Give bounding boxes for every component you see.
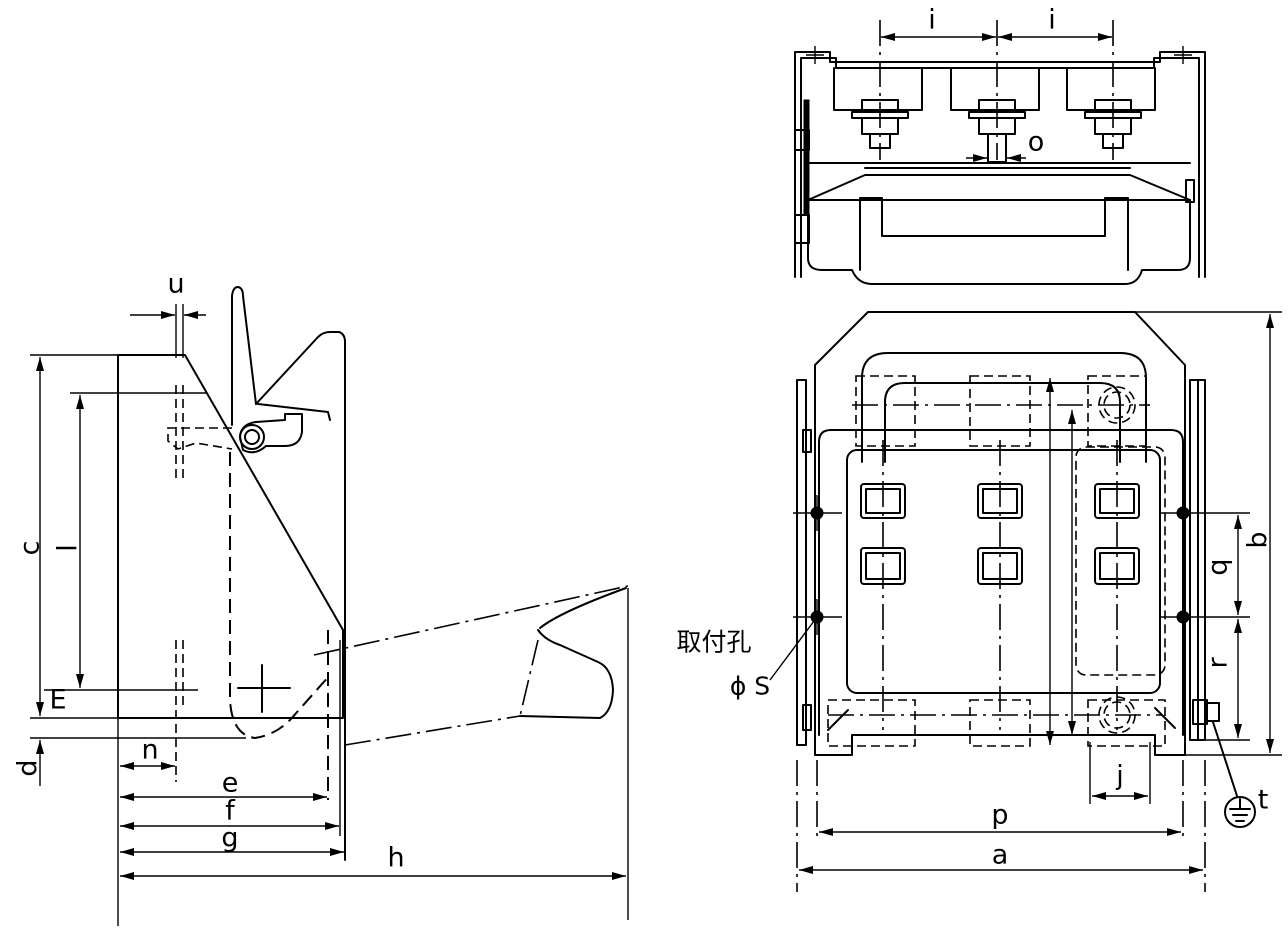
mounting-hole-bottom-left bbox=[793, 599, 842, 635]
mounting-hole-bottom-right bbox=[1160, 599, 1250, 635]
side-hidden-tab bbox=[167, 427, 233, 450]
top-frame-outer bbox=[794, 51, 1206, 278]
front-hidden-bottom-1 bbox=[827, 699, 916, 747]
top-view: i i o bbox=[794, 5, 1206, 285]
side-handle-top bbox=[255, 331, 346, 405]
front-panel bbox=[846, 449, 1161, 694]
top-terminal-3 bbox=[1066, 67, 1156, 149]
label-i-right: i bbox=[1048, 5, 1056, 36]
top-right-clip bbox=[1185, 179, 1195, 203]
side-handle-grip-top bbox=[539, 587, 627, 629]
label-n: n bbox=[141, 735, 158, 766]
side-body-outline bbox=[117, 354, 344, 719]
label-b: b bbox=[1243, 531, 1274, 548]
top-terminal-2 bbox=[950, 67, 1040, 163]
top-tray-outline bbox=[807, 199, 1191, 285]
side-latch-hook bbox=[239, 413, 303, 454]
label-p: p bbox=[991, 800, 1008, 831]
label-g: g bbox=[221, 823, 238, 854]
front-hidden-top-1 bbox=[855, 375, 916, 447]
top-tray-notch bbox=[859, 197, 1129, 271]
label-o: o bbox=[1028, 127, 1045, 158]
label-d: d bbox=[13, 759, 44, 776]
ground-terminal bbox=[1192, 699, 1256, 828]
front-view: b q r j p a t 取付孔 ϕ S bbox=[676, 311, 1282, 892]
front-hidden-top-2 bbox=[969, 375, 1031, 447]
label-u: u bbox=[167, 269, 184, 300]
front-hidden-right-frame bbox=[1075, 446, 1166, 676]
label-i-left: i bbox=[928, 5, 936, 36]
front-corner-left bbox=[827, 709, 849, 731]
front-handle-outer bbox=[861, 352, 1147, 463]
top-base-trapezoid bbox=[807, 167, 1191, 201]
front-inner-body bbox=[818, 429, 1184, 736]
top-left-clip-1 bbox=[794, 129, 810, 151]
label-c: c bbox=[15, 541, 46, 556]
top-frame-inner bbox=[800, 57, 1200, 278]
mounting-hole-top-left bbox=[793, 495, 842, 531]
front-left-clip-2 bbox=[802, 704, 812, 731]
top-corner-mark-right bbox=[1174, 46, 1192, 64]
mounting-hole-top-right bbox=[1160, 495, 1250, 531]
side-handle-grip bbox=[519, 629, 614, 719]
label-hole-diameter: ϕ S bbox=[730, 672, 770, 701]
side-latch-line bbox=[257, 403, 331, 421]
top-terminal-1 bbox=[833, 67, 923, 149]
side-pivot-outer bbox=[239, 424, 265, 450]
front-handle-inner bbox=[884, 382, 1121, 463]
mounting-hole-leader bbox=[769, 616, 818, 681]
top-corner-mark-left bbox=[806, 46, 824, 64]
ground-icon bbox=[1224, 796, 1256, 828]
top-left-plate bbox=[803, 99, 810, 216]
side-handle-phantom-mid bbox=[519, 639, 539, 717]
side-pivot-inner bbox=[244, 429, 260, 445]
side-handle-phantom-upper bbox=[313, 585, 629, 656]
side-hidden-contour bbox=[229, 452, 331, 740]
side-handle-phantom-lower bbox=[344, 715, 521, 746]
front-left-clip-1 bbox=[802, 429, 812, 453]
label-h: h bbox=[387, 843, 404, 874]
label-r: r bbox=[1203, 657, 1234, 669]
label-j: j bbox=[1115, 761, 1124, 792]
label-f: f bbox=[225, 796, 236, 827]
label-t: t bbox=[1258, 785, 1269, 816]
label-l: l bbox=[53, 544, 84, 552]
front-corner-right bbox=[1154, 707, 1176, 729]
label-mounting-hole: 取付孔 bbox=[676, 628, 751, 657]
side-view: u c l E d n e f g h bbox=[13, 269, 629, 926]
label-a: a bbox=[992, 840, 1009, 871]
label-e: e bbox=[222, 768, 239, 799]
front-left-side-plate bbox=[796, 379, 807, 746]
label-q: q bbox=[1203, 558, 1234, 575]
top-left-clip-2 bbox=[794, 214, 810, 244]
front-hidden-bottom-3 bbox=[1087, 699, 1166, 747]
side-lever-arm bbox=[231, 286, 257, 426]
label-E: E bbox=[49, 685, 66, 716]
